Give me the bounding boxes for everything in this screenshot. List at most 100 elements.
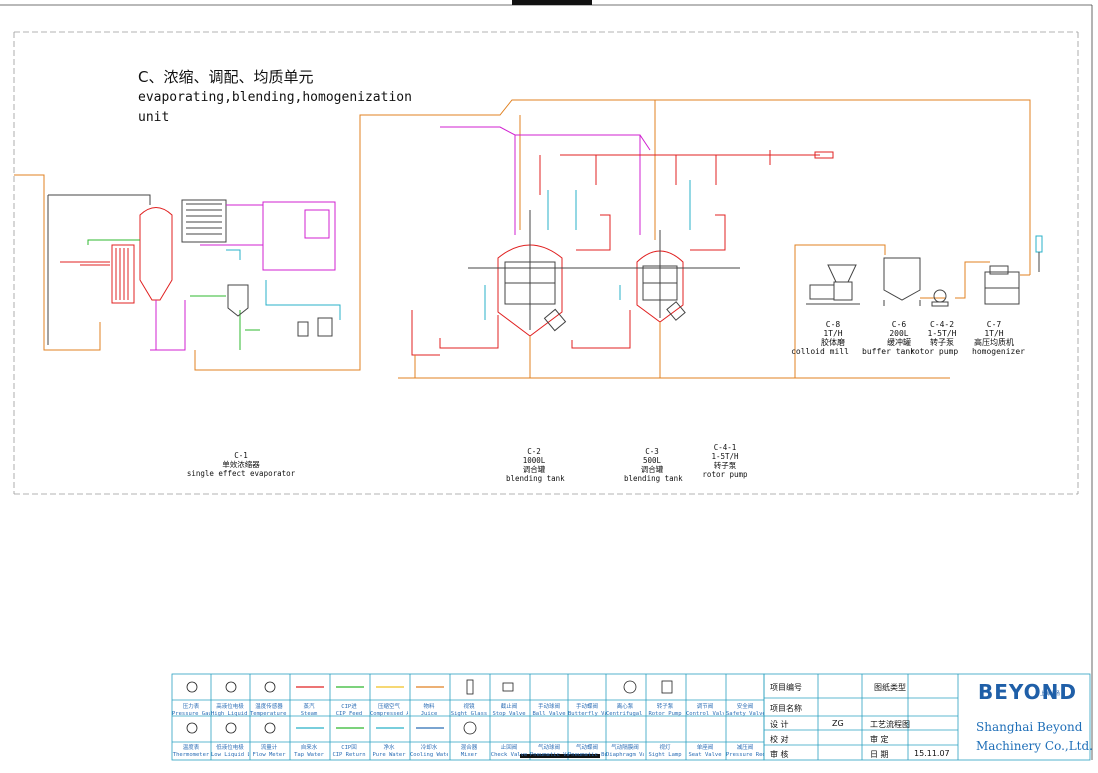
legend-cell: 气动蝶阀 (575, 745, 598, 751)
caption-code: C-4-1 (713, 443, 737, 452)
caption-capacity: 500L (642, 456, 662, 465)
audit-label: 审 定 (870, 735, 889, 744)
legend-cell: 单座阀 (696, 745, 714, 751)
equipment-code: C-6 (891, 320, 907, 329)
equipment-name-cn: 胶体磨 (821, 338, 845, 347)
sheet-marker-top (512, 0, 592, 5)
legend-cell: 手动蝶阀 (575, 704, 598, 710)
equipment-name-cn: 转子泵 (930, 338, 954, 347)
caption-name-en: blending tank (624, 474, 683, 483)
equipment-label-rotor-pump-2: C-4-2 1-5T/H 转子泵 (924, 320, 960, 347)
legend-cell: 流量计 (260, 745, 278, 751)
legend-cell: 安全阀 (736, 704, 754, 710)
legend-cell: 高液位电极 (216, 704, 244, 710)
legend-cell: Low Liquid Level (211, 752, 249, 758)
legend-cell: Thermometer (172, 752, 210, 758)
design-value: ZG (832, 719, 844, 728)
legend-cell: Pneumatic Valve (530, 752, 568, 758)
legend-cell: Flow Meter (252, 752, 286, 758)
equipment-en-rotor-pump-2: rotor pump (910, 347, 959, 356)
legend-table (171, 673, 765, 761)
process-label: 工艺流程图 (870, 720, 910, 729)
company-name-line1: Shanghai Beyond (976, 720, 1083, 734)
legend-cell: Check Valve (490, 752, 528, 758)
legend-cell: Butterfly Valve (568, 711, 606, 717)
legend-cell: CIP Return (332, 752, 366, 758)
legend-cell: Rotor Pump (648, 711, 682, 717)
legend-cell: 视镜 (463, 704, 475, 710)
page-title-cn: C、浓缩、调配、均质单元 (138, 68, 314, 86)
caption-blending-tank-1000: C-2 1000L 调合罐 blending tank (506, 447, 565, 483)
equipment-label-colloid-mill: C-8 1T/H 胶体磨 (812, 320, 854, 347)
caption-name-cn: 调合罐 (640, 465, 664, 474)
legend-cell: 温度传感器 (255, 704, 283, 710)
evaporator-section (14, 114, 440, 371)
legend-cell: 低液位电极 (216, 745, 244, 751)
drawing-type-label: 图纸类型 (874, 683, 906, 692)
equipment-capacity: 1T/H (984, 329, 1004, 338)
legend-cell: 调节阀 (696, 704, 714, 710)
legend-cell: 净水 (383, 745, 395, 751)
caption-capacity: 1-5T/H (711, 452, 739, 461)
project-no-label: 项目编号 (770, 683, 802, 692)
legend-cell: High Liquid Level (211, 711, 249, 717)
caption-name-cn: 转子泵 (713, 461, 737, 470)
caption-name-cn: 单效浓缩器 (222, 460, 260, 469)
legend-cell: 转子泵 (656, 704, 674, 710)
legend-cell: 自来水 (300, 745, 318, 751)
legend-cell: Diaphragm Valve (606, 752, 644, 758)
legend-cell: Mixer (460, 752, 478, 758)
legend-cell: Ball Valve (532, 711, 566, 717)
legend-cell: 手动球阀 (537, 704, 560, 710)
page-title-en: evaporating,blending,homogenization unit (138, 88, 438, 128)
equipment-label-homogenizer: C-7 1T/H 高压均质机 homogenizer (972, 320, 1025, 356)
blending-section (398, 99, 1031, 379)
legend-cell: Pure Water (372, 752, 406, 758)
legend-cell: 离心泵 (616, 704, 634, 710)
legend-cell: Centrifugal Pump (606, 711, 644, 717)
legend-cell: 温度表 (182, 745, 200, 751)
drawing-frame (13, 31, 1079, 495)
equipment-code: C-4-2 (929, 320, 955, 329)
company-name: Shanghai Beyond Machinery Co.,Ltd. (976, 718, 1093, 756)
equipment-name-cn: 高压均质机 (974, 338, 1014, 347)
company-name-line2: Machinery Co.,Ltd. (976, 739, 1093, 753)
homogenizing-section (794, 235, 1043, 378)
equipment-capacity: 1T/H (823, 329, 843, 338)
title-block (763, 673, 1091, 761)
legend-cell: 视灯 (659, 745, 671, 751)
review-label: 审 核 (770, 750, 789, 759)
sheet-marker-bottom (520, 754, 600, 758)
page-title-en-line1: evaporating,blending,homogenization (138, 90, 412, 105)
caption-capacity: 1000L (522, 456, 546, 465)
date-label: 日 期 (870, 750, 889, 759)
legend-cell: 压力表 (182, 704, 200, 710)
check-label: 校 对 (770, 735, 789, 744)
company-logo-sub: 上海比扬 (1040, 691, 1061, 697)
legend-cell: Sight Lamp (648, 752, 682, 758)
caption-evaporator: C-1 单效浓缩器 single effect evaporator (186, 451, 296, 478)
caption-name-en: rotor pump (702, 470, 748, 479)
equipment-capacity: 200L (889, 329, 909, 338)
design-label: 设 计 (770, 720, 789, 729)
legend-cell: Cooling Water (410, 752, 448, 758)
legend-cell: 物料 (423, 704, 435, 710)
legend-cell: 气动球阀 (537, 745, 560, 751)
equipment-en-colloid-mill: colloid mill (791, 347, 849, 356)
project-name-label: 项目名称 (770, 704, 802, 713)
caption-code: C-2 (527, 447, 541, 456)
legend-cell: Compressed Air (370, 711, 408, 717)
caption-blending-tank-500: C-3 500L 调合罐 blending tank (624, 447, 683, 483)
legend-cell: Seat Valve (688, 752, 722, 758)
legend-cell: 止回阀 (500, 745, 518, 751)
legend-cell: CIP进 (341, 704, 357, 710)
legend-cell: Pneumatic Butterfly (568, 752, 606, 758)
legend-cell: CIP Feed (335, 711, 363, 717)
date-value: 15.11.07 (914, 749, 950, 758)
equipment-en-buffer-tank: buffer tank (862, 347, 915, 356)
legend-cell: CIP回 (341, 745, 357, 751)
legend-cell: Temperature Sensor (250, 711, 288, 717)
legend-cell: 气动隔膜阀 (611, 745, 639, 751)
caption-name-en: single effect evaporator (186, 469, 296, 478)
